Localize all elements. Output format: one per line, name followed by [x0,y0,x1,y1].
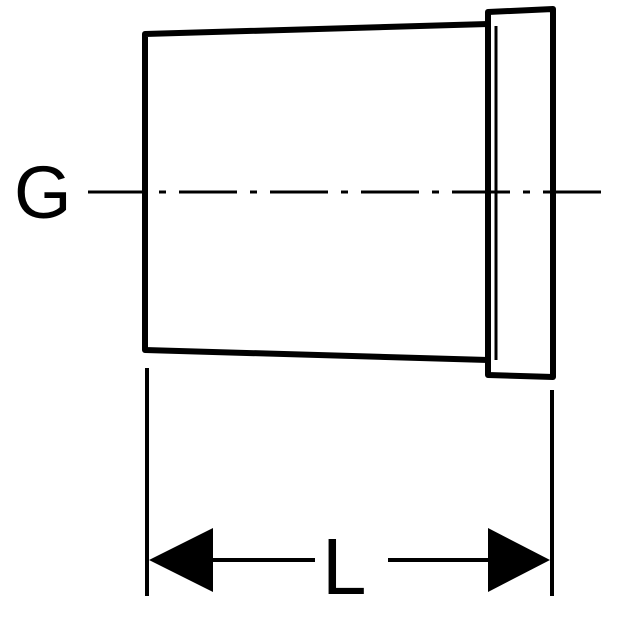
fitting-collar [485,6,556,380]
dimension-arrow-right [488,528,550,592]
thread-label: G [14,151,72,234]
length-label: L [322,522,367,611]
dimension-arrow-left [149,528,213,592]
